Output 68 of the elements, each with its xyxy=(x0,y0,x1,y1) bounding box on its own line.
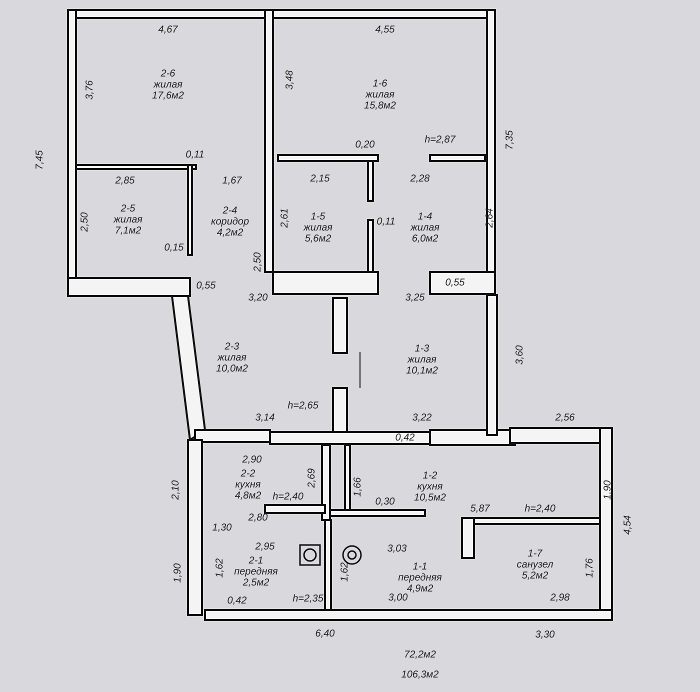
dimension-label: 3,00 xyxy=(388,592,408,604)
dimension-label: 3,14 xyxy=(255,412,275,424)
dimension-label: 1,30 xyxy=(212,522,232,534)
dimension-label: 2,10 xyxy=(170,480,182,500)
dimension-label: 7,45 xyxy=(34,150,46,170)
dimension-label: 0,11 xyxy=(186,150,204,160)
dimension-label: 3,22 xyxy=(412,412,432,424)
dimension-label: h=2,35 xyxy=(292,594,324,604)
dimension-label: 2,95 xyxy=(255,542,275,552)
dimension-label: 0,42 xyxy=(227,596,247,606)
dimension-label: 2,80 xyxy=(248,512,268,524)
dimension-label: 2,50 xyxy=(80,212,90,232)
dimension-label: 3,60 xyxy=(514,345,526,365)
dimension-label: 2,15 xyxy=(310,174,330,184)
room-label: 1-1 передняя 4,9м2 xyxy=(398,562,442,594)
dimension-label: 2,69 xyxy=(306,468,318,488)
dimension-label: 3,48 xyxy=(284,70,296,90)
dimension-label: 72,2м2 xyxy=(404,650,436,660)
dimension-label: 2,90 xyxy=(242,454,262,466)
dimension-label: 3,30 xyxy=(535,630,555,640)
dimension-label: 4,67 xyxy=(158,24,178,36)
room-label: 1-6 жилая 15,8м2 xyxy=(364,78,396,112)
dimension-label: 0,11 xyxy=(376,216,396,228)
dimension-label: h=2,87 xyxy=(424,134,456,146)
dimension-label: 2,50 xyxy=(252,252,264,272)
dimension-label: 0,55 xyxy=(445,278,465,288)
dimension-label: 4,54 xyxy=(622,515,634,535)
dimension-label: 1,67 xyxy=(222,176,242,186)
dimension-label: 1,62 xyxy=(340,562,350,582)
room-label: 1-2 кухня 10,5м2 xyxy=(414,470,446,504)
dimension-label: 2,85 xyxy=(115,176,135,186)
room-label: 1-4 жилая 6,0м2 xyxy=(410,212,440,244)
dimension-label: 3,20 xyxy=(248,292,268,304)
dimension-label: 1,66 xyxy=(352,477,364,497)
room-label: 2-4 коридор 4,2м2 xyxy=(210,206,250,238)
dimension-label: 0,20 xyxy=(355,140,375,150)
dimension-label: 2,56 xyxy=(555,412,575,424)
dimension-label: 3,25 xyxy=(405,292,425,304)
room-label: 2-1 передняя 2,5м2 xyxy=(234,556,278,588)
dimension-label: 0,55 xyxy=(196,280,216,292)
room-label: 2-6 жилая 17,6м2 xyxy=(152,68,184,102)
room-label: 2-5 жилая 7,1м2 xyxy=(114,204,142,236)
dimension-label: 1,62 xyxy=(214,558,226,578)
dimension-label: h=2,40 xyxy=(272,492,304,502)
dimension-label: 7,35 xyxy=(504,130,516,150)
room-label: 2-3 жилая 10,0м2 xyxy=(216,342,248,374)
dimension-label: 5,87 xyxy=(470,504,490,514)
room-label: 2-2 кухня 4,8м2 xyxy=(234,468,262,502)
dimension-label: h=2,65 xyxy=(288,400,318,412)
room-label: 1-7 санузел 5,2м2 xyxy=(516,548,554,582)
dimension-label: h=2,40 xyxy=(524,504,556,514)
dimension-label: 3,76 xyxy=(84,80,96,100)
dimension-label: 4,55 xyxy=(375,24,395,36)
room-label: 1-3 жилая 10,1м2 xyxy=(406,344,438,376)
dimension-label: 6,40 xyxy=(315,628,335,640)
dimension-label: 0,15 xyxy=(164,242,184,254)
dimension-label: 1,90 xyxy=(172,563,184,583)
dimension-label: 2,28 xyxy=(410,174,430,184)
dimension-label: 1,90 xyxy=(602,480,614,500)
dimension-label: 2,64 xyxy=(484,208,496,228)
dimension-label: 0,30 xyxy=(375,496,395,508)
dimension-label: 0,42 xyxy=(395,432,415,444)
dimension-label: 2,61 xyxy=(280,208,290,228)
dimension-label: 2,98 xyxy=(550,592,570,604)
dimension-label: 106,3м2 xyxy=(401,670,439,680)
dimension-label: 1,76 xyxy=(584,558,596,578)
room-label: 1-5 жилая 5,6м2 xyxy=(304,212,332,244)
dimension-label: 3,03 xyxy=(387,544,407,554)
